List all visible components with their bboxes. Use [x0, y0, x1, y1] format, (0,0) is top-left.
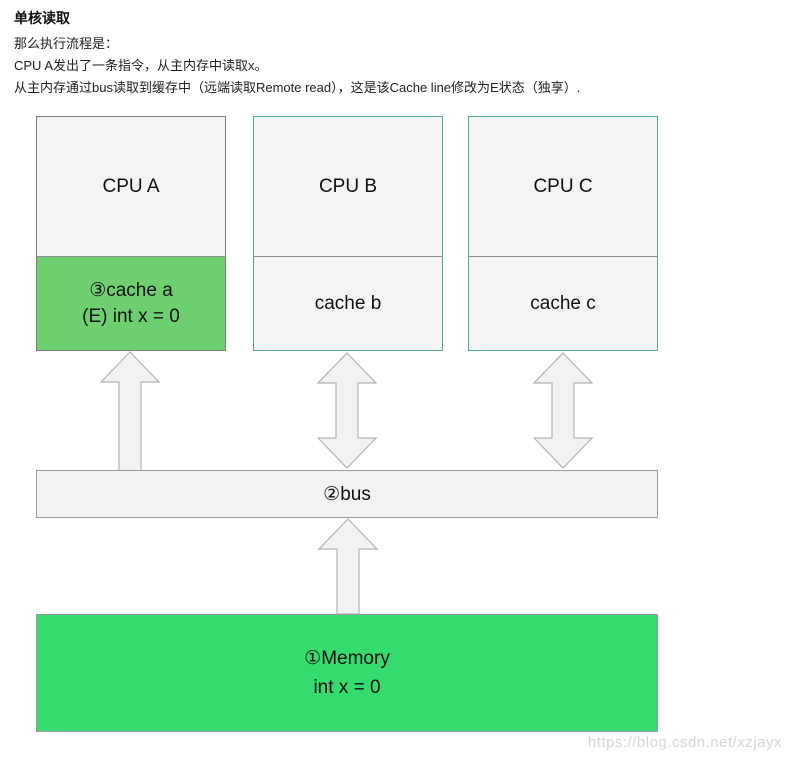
cache-b-bus-arrow — [317, 352, 377, 469]
cache-c-bus-arrow — [533, 352, 593, 469]
cache-a-bus-arrow — [100, 351, 160, 473]
paragraph-line-3: 从主内存通过bus读取到缓存中（远端读取Remote read），这是该Cach… — [14, 80, 581, 95]
cache-c-box: cache c — [469, 256, 657, 350]
cache-a-value: (E) int x = 0 — [82, 305, 180, 327]
memory-box: ①Memory int x = 0 — [36, 614, 658, 732]
explanation-text: 那么执行流程是： CPU A发出了一条指令，从主内存中读取x。 从主内存通过bu… — [14, 33, 580, 99]
cpu-c-label: CPU C — [533, 175, 593, 197]
cpu-a-label: CPU A — [102, 175, 160, 197]
cpu-b-label: CPU B — [318, 175, 378, 197]
memory-bus-arrow — [318, 518, 378, 615]
paragraph-line-1: 那么执行流程是： — [14, 36, 119, 51]
memory-value: int x = 0 — [313, 677, 381, 698]
cpu-c-box: CPU C cache c — [468, 116, 658, 351]
bus-bar: ②bus — [36, 470, 658, 518]
cpu-a-box: CPU A ③cache a (E) int x = 0 — [36, 116, 226, 351]
watermark: https://blog.csdn.net/xzjayx — [587, 734, 782, 751]
cache-b-title: cache b — [314, 292, 382, 314]
cache-a-title: ③cache a — [89, 279, 173, 301]
cpu-b-box: CPU B cache b — [253, 116, 443, 351]
cache-c-title: cache c — [530, 292, 596, 314]
cache-a-box: ③cache a (E) int x = 0 — [37, 256, 225, 350]
paragraph-line-2: CPU A发出了一条指令，从主内存中读取x。 — [14, 58, 268, 73]
bus-label: ②bus — [323, 483, 371, 505]
cache-b-box: cache b — [254, 256, 442, 350]
section-title: 单核读取 — [14, 10, 70, 26]
memory-label: ①Memory — [304, 648, 390, 669]
